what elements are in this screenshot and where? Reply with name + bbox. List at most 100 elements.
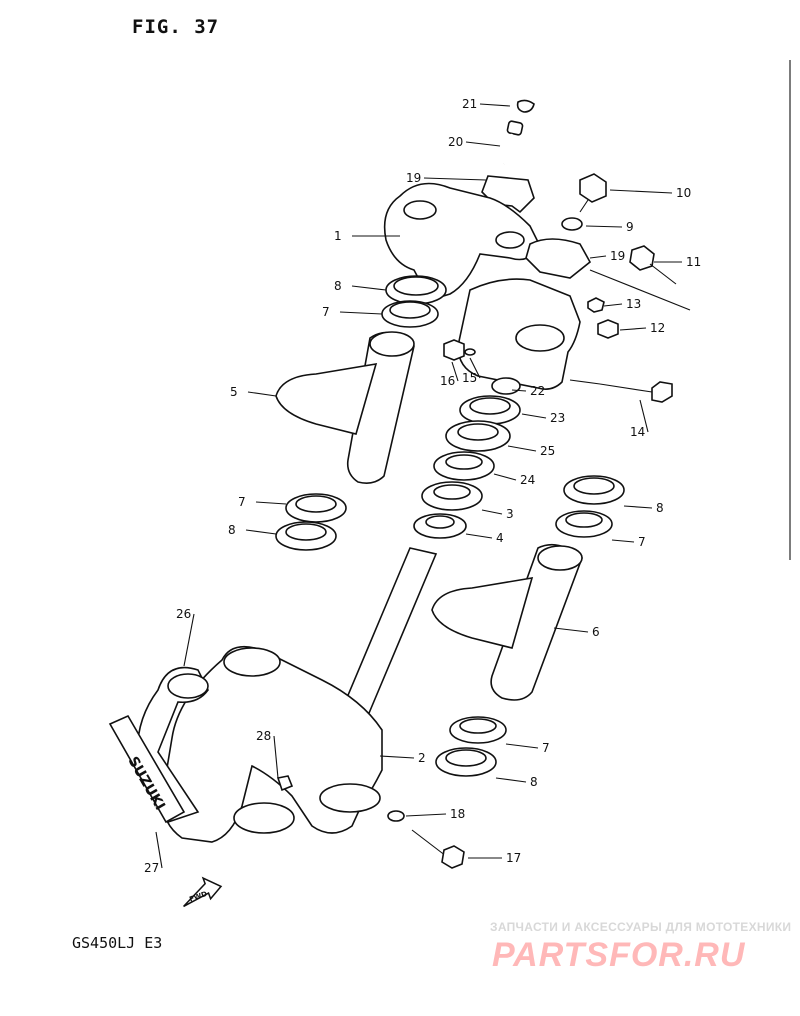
leader-line-c12: [619, 327, 647, 331]
leader-line-c18: [405, 813, 447, 817]
callout-label-c11: 11: [686, 255, 701, 269]
leader-line-c8a: [351, 285, 387, 291]
leader-line-c15: [469, 357, 481, 379]
part-9-washer: [561, 217, 583, 231]
leader-line-c3: [481, 509, 503, 515]
callout-label-c12: 12: [650, 321, 665, 335]
figure-title: FIG. 37: [132, 16, 220, 38]
callout-label-c10: 10: [676, 186, 691, 200]
part-19-lower-clamp: [525, 238, 592, 279]
leader-line-c19a: [423, 177, 487, 181]
model-code: GS450LJ E3: [72, 934, 163, 952]
leader-line-c13: [603, 303, 623, 307]
callout-label-c7d: 7: [542, 741, 550, 755]
part-5-bracket-arm: [275, 363, 378, 435]
callout-label-c24: 24: [520, 473, 535, 487]
part-16-cap: [443, 339, 465, 361]
callout-label-c28: 28: [256, 729, 271, 743]
leader-line-c19b: [589, 255, 607, 259]
leader-line-c22: [511, 389, 527, 392]
leader-line-c7d: [505, 743, 539, 749]
leader-line-c7a: [339, 311, 383, 315]
part-18-washer: [387, 810, 405, 822]
part-13-nut: [587, 297, 605, 313]
fwd-arrow-icon: FWD: [183, 876, 223, 908]
lower-bracket-hole-right: [319, 783, 381, 813]
part-22-nut: [491, 377, 521, 395]
callout-label-c21: 21: [462, 97, 477, 111]
callout-label-c3: 3: [506, 507, 514, 521]
leader-line-c21: [479, 103, 511, 107]
callout-label-c18: 18: [450, 807, 465, 821]
callout-label-c19a: 19: [406, 171, 421, 185]
callout-label-c2: 2: [418, 751, 426, 765]
leader-line-c7b: [255, 501, 287, 505]
leader-line-c7c: [611, 539, 635, 543]
callout-label-c23: 23: [550, 411, 565, 425]
leader-line-c23: [521, 413, 547, 419]
part-21-cap: [516, 99, 535, 113]
part-11-bolt: [629, 245, 677, 285]
leader-line-c25: [507, 445, 537, 452]
callout-label-c5: 5: [230, 385, 238, 399]
part-15-washer: [464, 348, 476, 356]
callout-label-c1: 1: [334, 229, 342, 243]
watermark-logo: PARTSFOR.RU: [492, 936, 746, 974]
assembly-line-11: [589, 269, 691, 311]
part-14-bolt: [599, 381, 673, 403]
callout-label-c20: 20: [448, 135, 463, 149]
callout-label-c4: 4: [496, 531, 504, 545]
part-17-bolt: [411, 829, 465, 869]
leader-line-c26: [183, 613, 195, 667]
leader-line-c2: [379, 755, 415, 759]
part-1-hole-right: [495, 231, 525, 249]
leader-line-c14: [639, 399, 649, 433]
callout-label-c6: 6: [592, 625, 600, 639]
part-28-clip: [276, 775, 294, 792]
callout-label-c17: 17: [506, 851, 521, 865]
part-10-bolt: [579, 173, 607, 213]
callout-label-c19b: 19: [610, 249, 625, 263]
leader-line-c10: [609, 189, 673, 194]
callout-label-c7c: 7: [638, 535, 646, 549]
callout-label-c16: 16: [440, 374, 455, 388]
leader-line-c8d: [495, 777, 527, 783]
leader-line-c28: [273, 735, 279, 779]
watermark-tagline: ЗАПЧАСТИ И АКСЕССУАРЫ ДЛЯ МОТОТЕХНИКИ: [490, 920, 792, 934]
leader-line-c8c: [623, 505, 653, 509]
callout-label-c25: 25: [540, 444, 555, 458]
leader-line-c20: [465, 141, 501, 147]
callout-label-c15: 15: [462, 371, 477, 385]
callout-label-c22: 22: [530, 384, 545, 398]
leader-line-c5: [247, 391, 277, 397]
lower-bracket-hole-left: [233, 802, 295, 834]
leader-line-c24: [493, 473, 517, 481]
part-1-hole-left: [403, 200, 437, 220]
callout-label-c27: 27: [144, 861, 159, 875]
lower-bracket-hole-top: [223, 647, 281, 677]
leader-line-c8b: [245, 529, 277, 535]
callout-label-c8b: 8: [228, 523, 236, 537]
callout-label-c9: 9: [626, 220, 634, 234]
callout-label-c8c: 8: [656, 501, 664, 515]
part-12-nut: [597, 319, 619, 339]
callout-label-c8a: 8: [334, 279, 342, 293]
leader-line-c27: [155, 831, 163, 869]
callout-label-c7a: 7: [322, 305, 330, 319]
leader-line-c16: [451, 361, 459, 382]
callout-label-c26: 26: [176, 607, 191, 621]
callout-label-c8d: 8: [530, 775, 538, 789]
leader-line-c9: [585, 225, 623, 228]
callout-label-c7b: 7: [238, 495, 246, 509]
steering-head-bore: [515, 324, 565, 352]
part-20-bolt: [502, 120, 524, 165]
leader-line-c4: [465, 533, 493, 539]
callout-label-c14: 14: [630, 425, 645, 439]
part-6-bracket-arm: [431, 577, 534, 649]
fwd-text: FWD: [188, 890, 208, 904]
callout-label-c13: 13: [626, 297, 641, 311]
leader-line-c6: [553, 627, 589, 633]
